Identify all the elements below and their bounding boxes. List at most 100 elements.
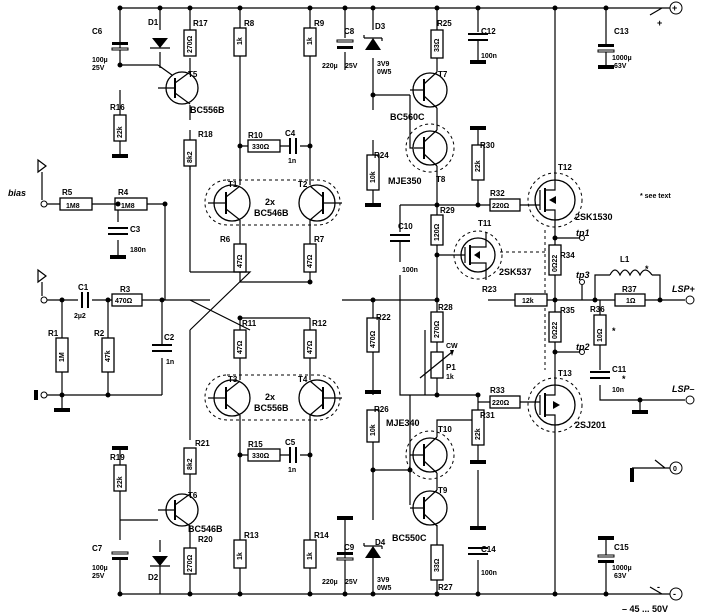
t8-part: MJE350 [388, 176, 422, 186]
c1-capacitor [81, 292, 89, 308]
gnd-0-label: 0 [673, 466, 677, 473]
supply-pos-terminal[interactable] [669, 1, 683, 15]
r1-ref: R1 [48, 329, 59, 338]
d2-led [150, 556, 170, 567]
top-left-stage: C6 100µ 25V D1 R17 270Ω T5 BC556B R16 22… [92, 8, 225, 272]
c3-val: 180n [130, 247, 146, 254]
c6-val: 100µ [92, 57, 108, 64]
supply-pos-sign: + [672, 3, 677, 13]
lsp-plus-terminal[interactable] [685, 295, 695, 305]
r29-val: 120Ω [434, 223, 441, 241]
c11-ref: C11 [612, 365, 627, 374]
r22-ref: R22 [376, 313, 391, 322]
c2-ref: C2 [164, 333, 175, 342]
lsp-minus-terminal[interactable] [685, 395, 695, 405]
d3-watt: 0W5 [377, 69, 392, 76]
r8-resistor [233, 27, 247, 57]
r6-val: 47Ω [237, 254, 244, 268]
vas-top: C8 220µ 25V D3 3V9 0W5 R25 33Ω C12 100n … [322, 8, 497, 207]
t12-ref: T12 [558, 163, 572, 172]
r17-ref: R17 [193, 19, 208, 28]
c15-val: 1000µ [612, 565, 632, 572]
t9-ref: T9 [438, 486, 448, 495]
c11-capacitor [590, 371, 610, 379]
r14-ref: R14 [314, 531, 329, 540]
t5-ref: T5 [188, 70, 198, 79]
r37-val: 1Ω [626, 298, 636, 305]
t8-transistor [412, 129, 448, 167]
r24-ref: R24 [374, 151, 389, 160]
r11-ref: R11 [242, 319, 257, 328]
r13-val: 1k [237, 552, 244, 560]
r7-val: 47Ω [307, 254, 314, 268]
t13-heatsink-outline [527, 377, 583, 433]
r24-val: 10k [370, 171, 377, 183]
t13-ref: T13 [558, 369, 572, 378]
ground-terminal[interactable] [40, 391, 48, 399]
top-pair-count: 2x [265, 197, 275, 207]
t10-part: MJE340 [386, 418, 420, 428]
c7-volt: 25V [92, 573, 105, 580]
t7-transistor [410, 71, 448, 109]
c14-ref: C14 [481, 545, 496, 554]
r25-resistor [430, 29, 444, 59]
r31-val: 22k [475, 428, 482, 440]
c6-volt: 25V [92, 65, 105, 72]
r23-val: 12k [522, 298, 534, 305]
r23-resistor [514, 293, 548, 307]
r36-ref: R36 [590, 305, 605, 314]
r2-resistor [101, 337, 115, 373]
d4-val: 3V9 [377, 577, 390, 584]
r18-ref: R18 [198, 130, 213, 139]
r10-resistor [247, 139, 281, 153]
r17-resistor [183, 29, 197, 57]
r19-ref: R19 [110, 453, 125, 462]
c9-ref: C9 [344, 543, 355, 552]
r32-resistor [489, 198, 521, 212]
p1-ref: P1 [446, 363, 456, 372]
gnd-0-terminal[interactable] [669, 461, 683, 475]
bot-pair-count: 2x [265, 392, 275, 402]
t6-transistor [158, 493, 199, 527]
signal-terminal[interactable] [40, 296, 48, 304]
r19-resistor [113, 464, 127, 492]
r21-ref: R21 [195, 439, 210, 448]
r4-val: 1M8 [121, 203, 135, 210]
tp3-terminal[interactable] [579, 279, 585, 285]
supply-pos-label: + [657, 18, 662, 28]
t8-heatsink-outline [405, 123, 455, 173]
bias-label: bias [8, 188, 26, 198]
r5-ref: R5 [62, 188, 73, 197]
r1-val: 1M [59, 352, 66, 362]
c8-ref: C8 [344, 27, 355, 36]
r35-val: 0Ω22 [552, 322, 559, 339]
t1-transistor [208, 184, 251, 222]
r24-resistor [366, 154, 380, 191]
d1-ref: D1 [148, 18, 159, 27]
r20-val: 270Ω [187, 554, 194, 572]
bias-terminal[interactable] [40, 200, 48, 208]
c10-capacitor [390, 234, 410, 242]
c4-capacitor [289, 138, 297, 154]
d3-zener [363, 35, 383, 50]
r27-val: 33Ω [434, 558, 441, 572]
r22-val: 470Ω [370, 330, 377, 348]
r34-ref: R34 [560, 251, 575, 260]
r33-val: 220Ω [492, 400, 510, 407]
r34-val: 0Ω22 [552, 255, 559, 272]
tp3-label: tp3 [576, 270, 590, 280]
supply-neg-terminal[interactable] [669, 587, 683, 601]
d1-led [150, 38, 170, 49]
tp1-label: tp1 [576, 228, 590, 238]
tp2-terminal[interactable] [579, 349, 585, 355]
c8-val: 220µ [322, 63, 338, 70]
t8-ref: T8 [436, 175, 446, 184]
c9-val: 220µ [322, 579, 338, 586]
l1-ref: L1 [620, 255, 630, 264]
r37-resistor [614, 293, 646, 307]
t11-part: 2SK537 [499, 267, 532, 277]
t1-ref: T1 [228, 180, 238, 189]
tp1-terminal[interactable] [579, 235, 585, 241]
